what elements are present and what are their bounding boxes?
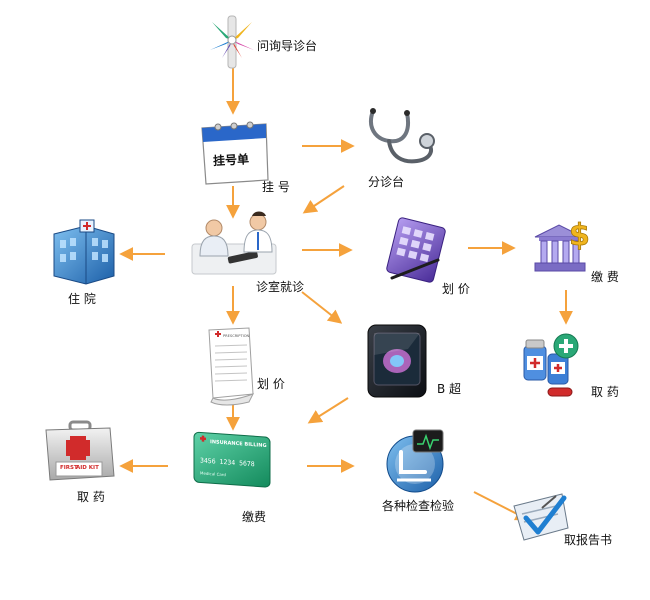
label-b-ultrasound: B 超	[437, 382, 462, 396]
stethoscope-icon[interactable]	[369, 108, 435, 164]
document-icon[interactable]: PRESCRIPTION	[208, 327, 255, 406]
prescription-header: PRESCRIPTION	[223, 334, 250, 338]
label-inquiry-desk: 问询导诊台	[257, 39, 318, 53]
arrow-triage-to-consult	[302, 185, 345, 214]
kit-text-line1: FIRST	[60, 465, 78, 471]
label-triage-desk: 分诊台	[368, 175, 405, 189]
report-clipboard-icon[interactable]	[513, 493, 569, 541]
label-pay-1: 缴 费	[591, 270, 619, 284]
label-consultation: 诊室就诊	[256, 280, 305, 294]
card-number: 3456 1234 5678	[200, 456, 255, 468]
bank-dollar-icon[interactable]: $	[534, 218, 590, 272]
label-pricing-1: 划 价	[442, 282, 470, 296]
first-aid-kit-icon[interactable]: FIRST AID KIT	[45, 420, 115, 481]
svg-text:$: $	[569, 218, 590, 253]
card-subtext: Medical Card	[200, 470, 226, 477]
arrow-ultrasound-to-card	[307, 397, 349, 424]
label-exams: 各种检查检验	[382, 499, 455, 513]
label-take-medicine-2: 取 药	[77, 490, 105, 504]
flow-arrows	[119, 68, 573, 521]
label-take-medicine-1: 取 药	[591, 385, 619, 399]
label-pay-2: 缴费	[242, 510, 267, 524]
building-icon[interactable]	[53, 219, 115, 285]
label-get-report: 取报告书	[564, 533, 613, 547]
arrow-consult-to-ultrasound	[301, 291, 343, 324]
compass-star-icon[interactable]	[210, 15, 254, 69]
kit-text-line2: AID KIT	[76, 465, 99, 471]
calculator-icon[interactable]	[386, 217, 446, 283]
calendar-form-icon[interactable]: 挂号单	[201, 121, 269, 185]
label-register: 挂 号	[262, 180, 290, 194]
label-pricing-2: 划 价	[257, 377, 285, 391]
doctor-patient-icon[interactable]	[191, 211, 277, 275]
label-hospitalize: 住 院	[68, 292, 96, 306]
ultrasound-monitor-icon[interactable]	[367, 324, 427, 398]
exam-chair-icon[interactable]	[386, 429, 444, 493]
registration-form-text: 挂号单	[213, 151, 250, 168]
card-title: INSURANCE BILLING	[210, 439, 267, 449]
pills-bottles-icon[interactable]	[523, 333, 579, 397]
insurance-card-icon[interactable]: INSURANCE BILLING 3456 1234 5678 Medical…	[193, 431, 271, 488]
